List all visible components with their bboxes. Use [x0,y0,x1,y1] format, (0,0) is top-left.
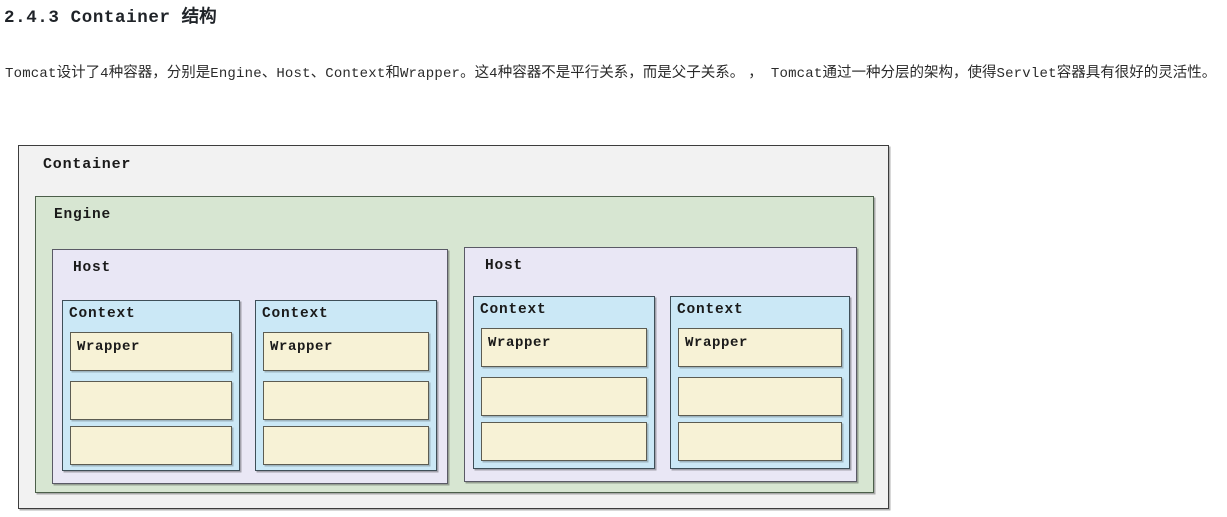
wrapper-slot-1-2-3 [263,426,429,465]
context-box-1-1: Context Wrapper [62,300,240,471]
wrapper-label-2-2-1: Wrapper [685,335,749,351]
wrapper-slot-2-1-2 [481,377,647,416]
engine-box: Engine Host Context Wrapper [35,196,874,493]
context-box-2-1: Context Wrapper [473,296,655,469]
paragraph-text-8: 通过一种分层的架构，使得 [822,65,997,81]
paragraph-token-servlet: Servlet [996,66,1057,82]
context-label-1-1: Context [69,306,136,322]
context-label-2-1: Context [480,302,547,318]
container-label: Container [43,156,132,173]
context-box-2-2: Context Wrapper [670,296,850,469]
container-box: Container Engine Host Context Wrapper [18,145,889,509]
paragraph-token-four: 4 [100,66,109,82]
page-title-cjk: 结构 [181,6,217,26]
host-label-2: Host [485,258,524,274]
wrapper-slot-1-1-2 [70,381,232,420]
wrapper-box-1-1-1: Wrapper [70,332,232,371]
wrapper-box-1-2-1: Wrapper [263,332,429,371]
context-label-1-2: Context [262,306,329,322]
wrapper-label-1-2-1: Wrapper [270,339,334,355]
paragraph-token-four-2: 4 [489,66,498,82]
context-box-1-2: Context Wrapper [255,300,437,471]
wrapper-slot-2-2-2 [678,377,842,416]
host-label-1: Host [73,260,112,276]
paragraph-text-7: 种容器不是平行关系，而是父子关系。 ， [497,65,771,81]
wrapper-slot-2-1-3 [481,422,647,461]
paragraph-token-context: Context [325,66,386,82]
host-box-2: Host Context Wrapper Context [464,247,857,482]
paragraph-text-6: 。这 [460,65,490,81]
wrapper-label-1-1-1: Wrapper [77,339,141,355]
paragraph-text-2: 种容器，分别是 [108,65,211,81]
paragraph-token-host: Host [276,66,311,82]
paragraph-text-3: 、 [261,65,277,81]
paragraph-text-1: 设计了 [56,65,101,81]
paragraph-token-wrapper: Wrapper [399,66,461,82]
context-label-2-2: Context [677,302,744,318]
paragraph-token-tomcat: Tomcat [5,66,57,82]
page-title-term: Container [70,8,171,28]
wrapper-box-2-2-1: Wrapper [678,328,842,367]
wrapper-slot-2-2-3 [678,422,842,461]
page-title-number: 2.4.3 [4,8,60,28]
paragraph-token-engine: Engine [210,66,262,82]
host-box-1: Host Context Wrapper Context [52,249,448,484]
paragraph-text-9: 容器具有很好的灵活性。 [1056,65,1217,81]
intro-paragraph: Tomcat设计了4种容器，分别是Engine、Host、Context和Wra… [5,58,1225,90]
engine-label: Engine [54,207,112,223]
page-title: 2.4.3 Container 结构 [4,3,217,28]
wrapper-slot-1-2-2 [263,381,429,420]
paragraph-text-5: 和 [385,65,400,81]
wrapper-slot-1-1-3 [70,426,232,465]
wrapper-label-2-1-1: Wrapper [488,335,552,351]
paragraph-token-tomcat-2: Tomcat [770,66,823,82]
paragraph-text-4: 、 [310,65,326,81]
wrapper-box-2-1-1: Wrapper [481,328,647,367]
